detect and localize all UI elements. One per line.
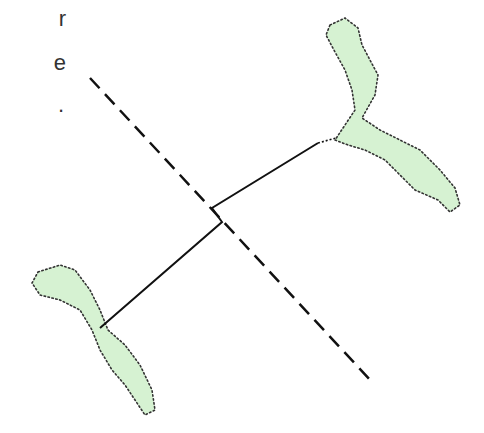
upper-island	[326, 18, 460, 212]
connecting-line-end	[318, 138, 336, 143]
connecting-line	[100, 143, 318, 328]
cut-off-text: .	[58, 92, 64, 118]
bisector-line	[90, 78, 373, 383]
cut-off-text: e	[54, 50, 66, 76]
cut-off-text: r	[59, 6, 66, 32]
lower-island	[32, 265, 155, 415]
